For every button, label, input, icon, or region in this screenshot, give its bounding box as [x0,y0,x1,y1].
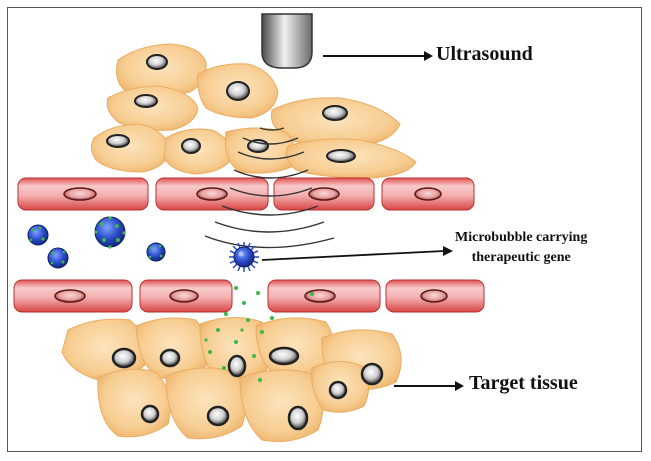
ultrasound-transducer [261,13,313,69]
target-tissue-label: Target tissue [469,372,578,394]
ultrasound-waves [204,127,335,249]
microbubble-label-line1: Microbubble carrying [455,230,588,245]
microbubble-label-line2: therapeutic gene [471,250,571,265]
ultrasound-label: Ultrasound [436,43,533,65]
microbubble [47,247,69,269]
upper-cell-nuclei [106,54,356,163]
microbubble [94,216,126,249]
microbubble-arrow [261,246,453,261]
target-cell-nuclei [111,346,384,431]
cell [165,367,247,440]
target-tissue-cells [61,316,402,443]
cell [90,123,171,173]
lower-vessel [13,279,485,313]
upper-tissue-cells [90,43,417,179]
upper-vessel [17,177,475,211]
target-tissue-arrow [394,381,464,391]
microbubble-label: Microbubble carrying therapeutic gene [455,228,587,268]
circulating-microbubbles [27,216,166,269]
cell [97,368,171,438]
microbubble [27,224,49,246]
cell [239,369,324,443]
ultrasound-arrow [323,51,433,61]
cell [135,317,209,379]
released-gene-particles [204,286,314,382]
targeted-microbubble [229,242,259,272]
microbubble [146,242,166,262]
cell [106,85,199,131]
